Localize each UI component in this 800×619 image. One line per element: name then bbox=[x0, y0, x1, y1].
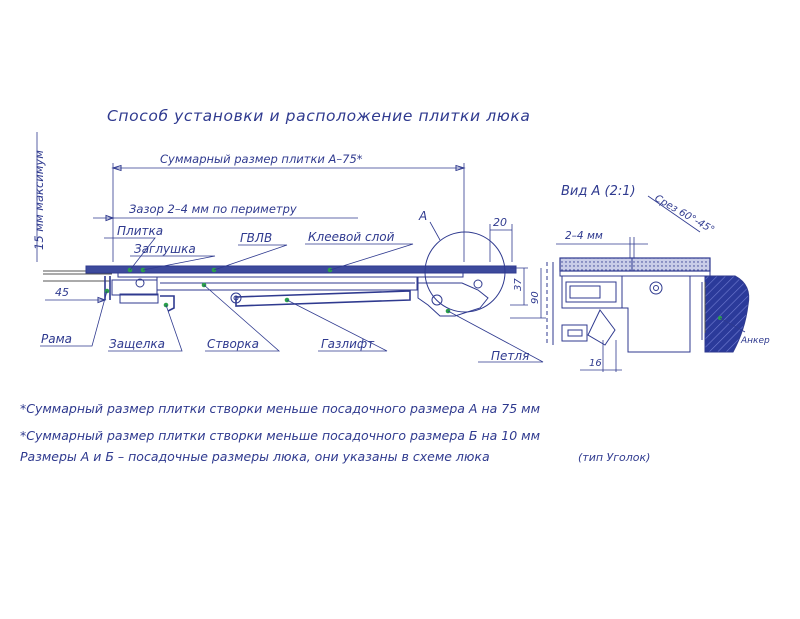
label-zaglushka: Заглушка bbox=[134, 242, 196, 256]
label-gvlv: ГВЛВ bbox=[240, 231, 272, 245]
label-kleevoy: Клеевой слой bbox=[308, 230, 395, 244]
vertical-label: 15 мм максимум bbox=[32, 150, 46, 250]
note-3: Размеры А и Б – посадочные размеры люка,… bbox=[20, 449, 490, 464]
dim-45-text: 45 bbox=[55, 286, 69, 299]
dim-20-text: 20 bbox=[493, 216, 507, 229]
max-thickness-note: 15 мм максимум bbox=[32, 132, 46, 262]
tile-panel bbox=[85, 265, 517, 274]
detail-a-marker: А bbox=[418, 209, 506, 313]
dim-37-90: 37 90 bbox=[510, 267, 546, 319]
detail-title: Вид А (2:1) bbox=[561, 184, 636, 199]
label-stvorka: Створка bbox=[207, 337, 259, 351]
gas-lift bbox=[230, 290, 411, 307]
dim-90-text: 90 bbox=[530, 291, 541, 304]
label-petlya: Петля bbox=[491, 349, 529, 363]
leaf-profile bbox=[156, 276, 419, 292]
dim-gap-text: Зазор 2–4 мм по периметру bbox=[129, 202, 297, 216]
detail-a-letter: А bbox=[418, 209, 427, 223]
detail-view-a: Вид А (2:1) Срез 60°-45° 2–4 мм bbox=[546, 184, 770, 372]
dim-total-tile: Суммарный размер плитки А–75* bbox=[111, 152, 466, 262]
dim-45: 45 bbox=[45, 286, 107, 304]
label-zashchelka: Защелка bbox=[109, 337, 165, 351]
notes: *Суммарный размер плитки створки меньше … bbox=[20, 401, 650, 464]
label-rama: Рама bbox=[41, 332, 72, 346]
dim-gap: Зазор 2–4 мм по периметру bbox=[93, 202, 358, 222]
drawing-title: Способ установки и расположение плитки л… bbox=[107, 107, 530, 125]
detail-16-text: 16 bbox=[589, 358, 602, 369]
detail-gap-text: 2–4 мм bbox=[565, 230, 603, 242]
detail-angle-text: Срез 60°-45° bbox=[653, 193, 717, 236]
note-4: (тип Уголок) bbox=[578, 451, 650, 464]
latch bbox=[135, 278, 175, 312]
dim-total-tile-text: Суммарный размер плитки А–75* bbox=[160, 152, 363, 166]
frame bbox=[104, 276, 159, 304]
note-2: *Суммарный размер плитки створки меньше … bbox=[20, 428, 540, 443]
label-plitka: Плитка bbox=[117, 224, 163, 238]
label-anker: Анкер bbox=[740, 336, 770, 346]
wall-section bbox=[704, 275, 750, 353]
main-section: Суммарный размер плитки А–75* Зазор 2–4 … bbox=[40, 152, 546, 363]
dim-37-text: 37 bbox=[513, 278, 524, 291]
dim-20: 20 bbox=[489, 216, 513, 262]
label-gazlift: Газлифт bbox=[321, 337, 375, 351]
note-1: *Суммарный размер плитки створки меньше … bbox=[20, 401, 540, 416]
